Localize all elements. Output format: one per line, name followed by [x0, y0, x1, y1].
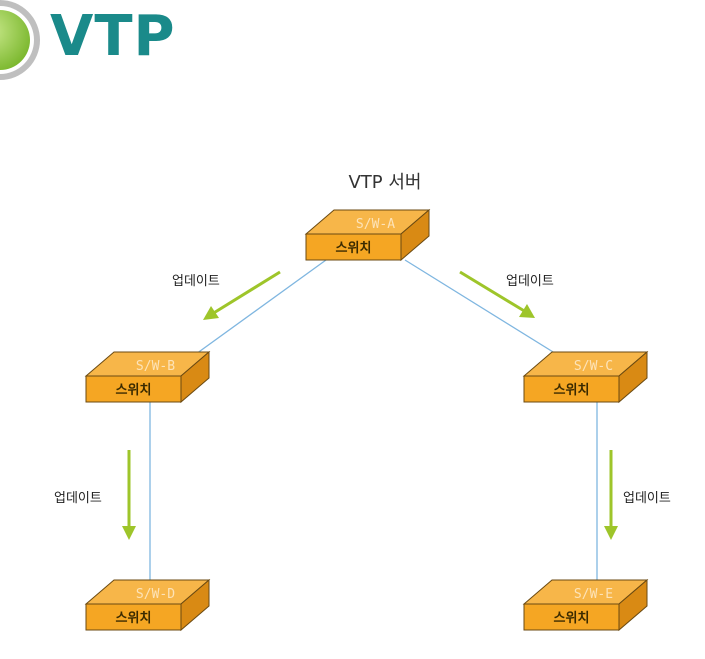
update-arrow-a-c-icon	[459, 270, 535, 318]
switch-front-face	[523, 603, 620, 631]
update-arrow-b-d-icon	[122, 450, 136, 540]
switch-name-label: S/W-A	[356, 217, 395, 232]
switch-name-label: S/W-D	[136, 587, 175, 602]
switch-face-label: 스위치	[336, 240, 372, 256]
switch-name-label: S/W-E	[574, 587, 613, 602]
switch-face-label: 스위치	[554, 610, 590, 626]
switch-face-label: 스위치	[116, 610, 152, 626]
switch-name-label: S/W-C	[574, 359, 613, 374]
update-label-c-e: 업데이트	[623, 491, 671, 506]
switch-e: S/W-E 스위치	[522, 578, 649, 632]
switch-front-face	[305, 233, 402, 261]
switch-d: S/W-D 스위치	[84, 578, 211, 632]
vtp-server-label: VTP 서버	[348, 172, 422, 193]
switch-front-face	[85, 603, 182, 631]
update-label-b-d: 업데이트	[54, 491, 102, 506]
update-arrow-c-e-icon	[604, 450, 618, 540]
update-label-a-b: 업데이트	[172, 274, 220, 289]
switch-front-face	[85, 375, 182, 403]
page-title: VTP	[50, 4, 176, 69]
update-arrow-a-b-icon	[203, 270, 281, 320]
switch-c: S/W-C 스위치	[522, 350, 649, 404]
logo-circle-icon	[0, 0, 40, 80]
switch-face-label: 스위치	[554, 382, 590, 398]
switch-face-label: 스위치	[116, 382, 152, 398]
switch-front-face	[523, 375, 620, 403]
switch-name-label: S/W-B	[136, 359, 175, 374]
switch-a: S/W-A 스위치	[304, 208, 431, 262]
update-label-a-c: 업데이트	[506, 274, 554, 289]
switch-b: S/W-B 스위치	[84, 350, 211, 404]
